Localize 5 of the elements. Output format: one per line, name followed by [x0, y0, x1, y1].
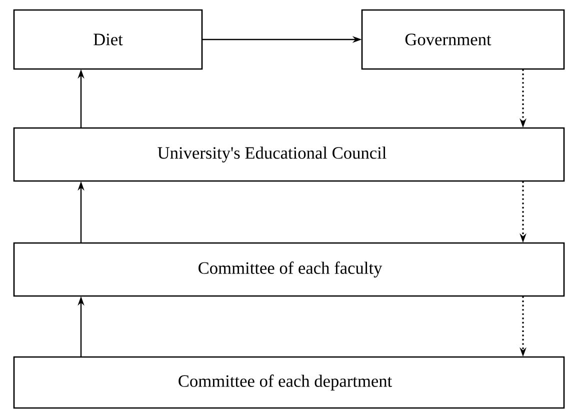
box: Government	[361, 9, 565, 70]
box: Committee of each faculty	[13, 242, 565, 297]
box: Diet	[13, 9, 203, 70]
box: University's Educational Council	[13, 127, 565, 182]
box: Committee of each department	[13, 356, 565, 409]
